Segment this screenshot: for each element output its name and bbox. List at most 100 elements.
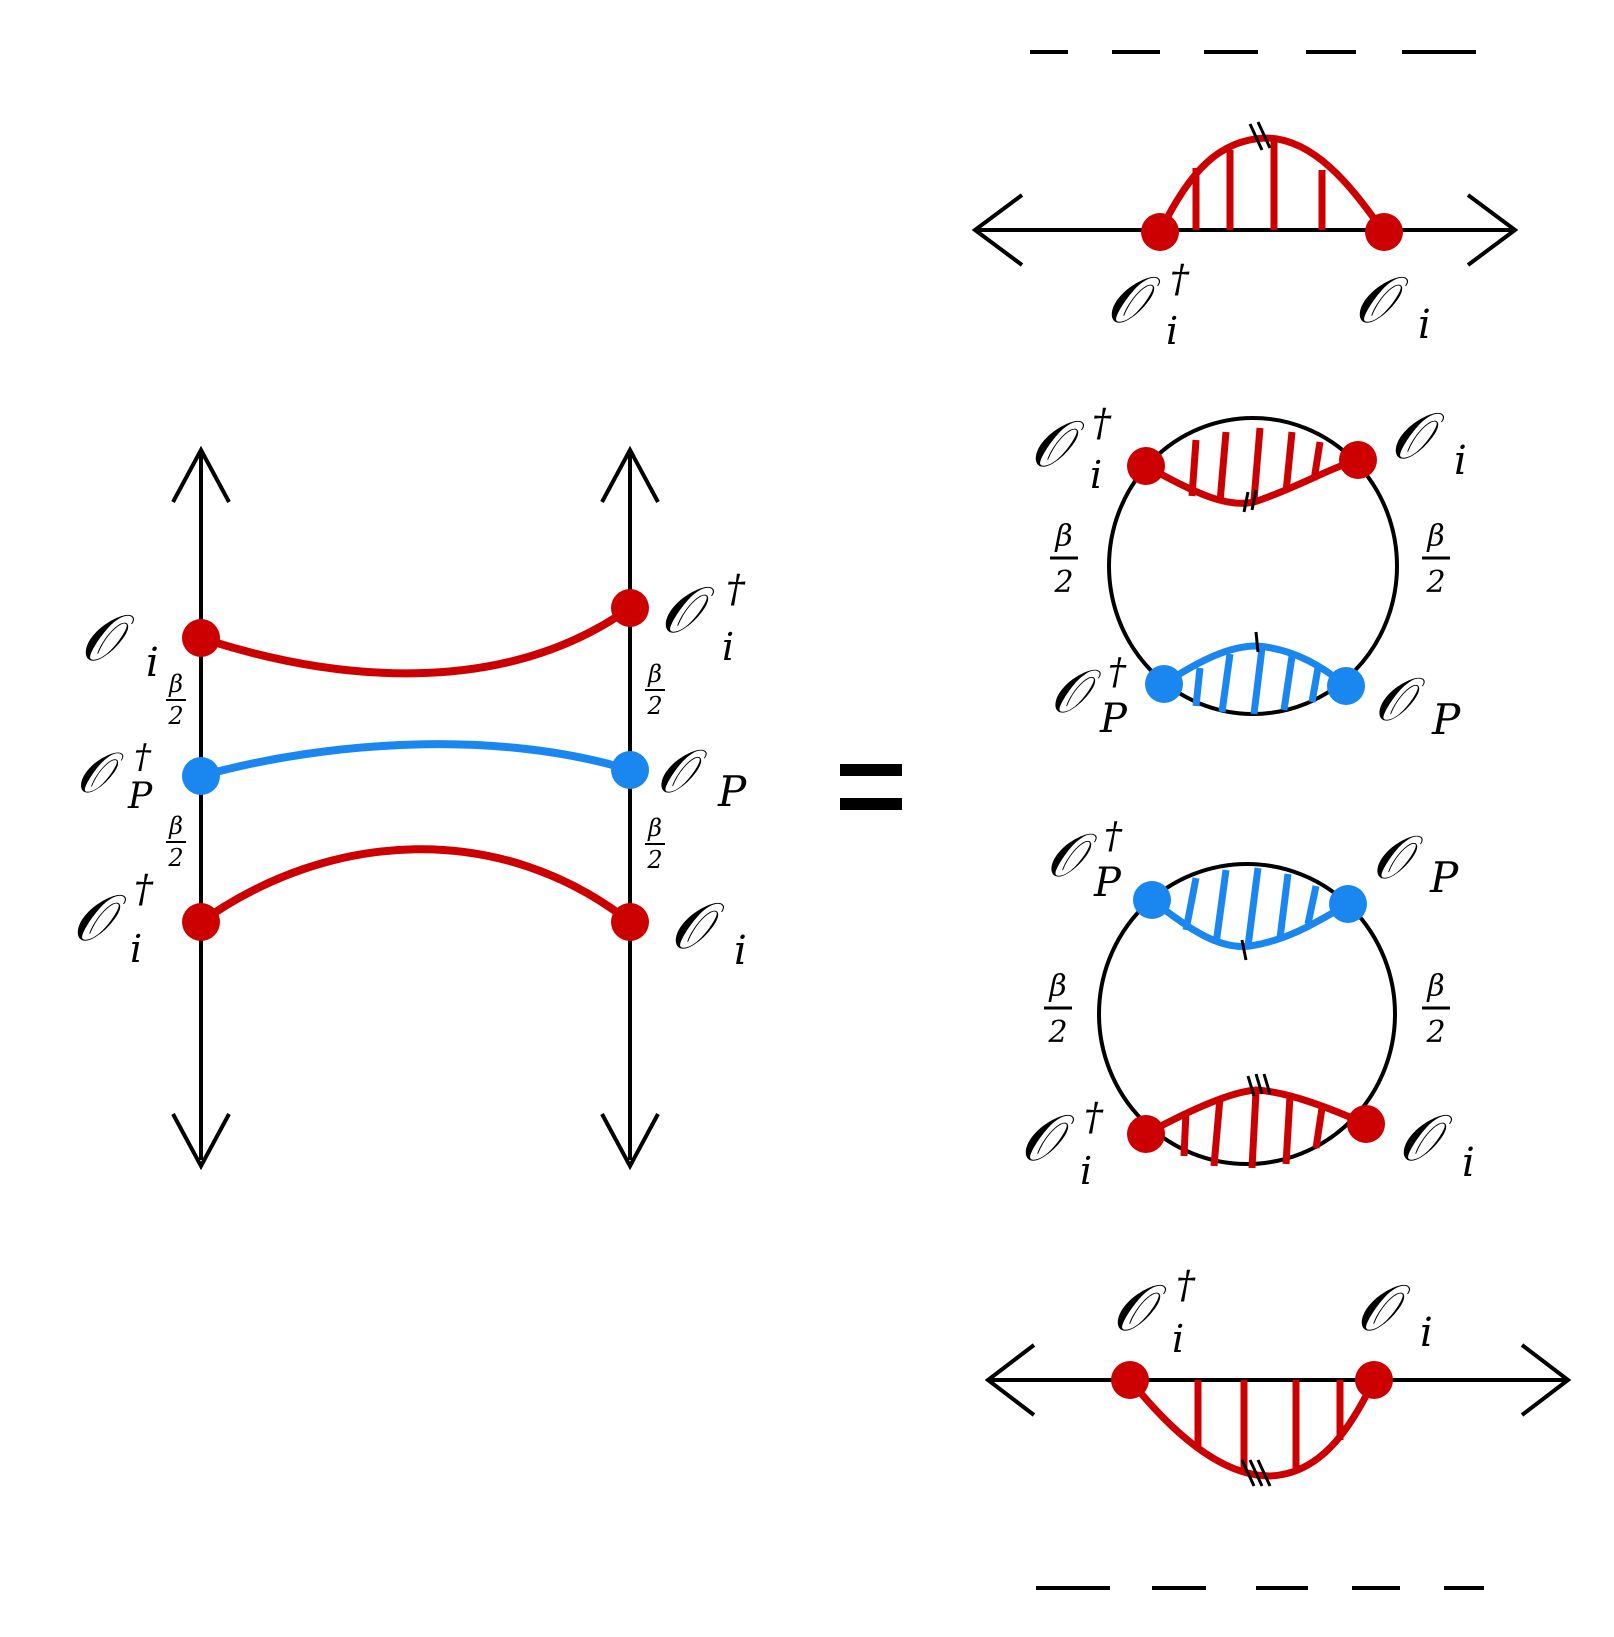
op-symbol: 𝒪 bbox=[1106, 264, 1161, 338]
right-dot-Oidag bbox=[611, 589, 649, 627]
label-OP: 𝒪 P bbox=[1374, 665, 1461, 744]
label-Oi: 𝒪 i bbox=[1390, 400, 1467, 484]
op-symbol: 𝒪 bbox=[1356, 1272, 1411, 1346]
op-symbol: 𝒪 bbox=[1374, 665, 1426, 735]
panel-line-bottom: 𝒪 † i 𝒪 i bbox=[984, 1263, 1572, 1487]
left-diagram: 𝒪 i 𝒪 † P 𝒪 † i 𝒪 † i 𝒪 P 𝒪 i β bbox=[72, 445, 747, 1171]
op-symbol: 𝒪 bbox=[1112, 1272, 1167, 1346]
left-axis-arrow-up bbox=[171, 445, 231, 503]
label-left-OPdag: 𝒪 † P bbox=[76, 737, 153, 817]
op-sub: P bbox=[1429, 853, 1459, 902]
left-dot-OPdag bbox=[182, 757, 220, 795]
frac-num: β bbox=[1426, 519, 1444, 554]
op-sup: † bbox=[134, 737, 152, 777]
op-sub: P bbox=[1093, 860, 1122, 906]
frac-den: 2 bbox=[1047, 1015, 1067, 1050]
op-symbol: 𝒪 bbox=[1050, 657, 1102, 727]
frac-den: 2 bbox=[167, 844, 183, 872]
label-left-Oidag: 𝒪 † i bbox=[72, 867, 154, 971]
frac-num: β bbox=[1048, 969, 1066, 1004]
left-axis-arrow-down bbox=[171, 1113, 231, 1171]
op-symbol: 𝒪 bbox=[670, 890, 725, 964]
op-sub: i bbox=[1172, 1317, 1184, 1361]
label-Oidag: 𝒪 † i bbox=[1106, 257, 1190, 353]
label-OPdag: 𝒪 † P bbox=[1046, 816, 1123, 906]
frac-den: 2 bbox=[1425, 565, 1445, 600]
red-lower-propagator bbox=[198, 845, 633, 926]
label-Oi: 𝒪 i bbox=[1354, 264, 1431, 348]
frac-left-lower: β 2 bbox=[166, 812, 186, 872]
op-sup: † bbox=[1176, 1263, 1196, 1307]
op-symbol: 𝒪 bbox=[1020, 1102, 1075, 1176]
frac-left: β 2 bbox=[1044, 969, 1072, 1050]
frac-num: β bbox=[168, 670, 183, 698]
op-sub: i bbox=[1090, 453, 1102, 497]
op-symbol: 𝒪 bbox=[1030, 408, 1085, 482]
blue-propagator bbox=[199, 740, 632, 780]
op-symbol: 𝒪 bbox=[1354, 264, 1409, 338]
op-sub: i bbox=[1166, 309, 1178, 353]
label-left-Oi: 𝒪 i bbox=[80, 602, 159, 686]
frac-num: β bbox=[647, 660, 662, 688]
red-upper-propagator bbox=[199, 604, 633, 678]
op-symbol: 𝒪 bbox=[80, 602, 135, 676]
op-sub: P bbox=[127, 776, 153, 817]
op-symbol: 𝒪 bbox=[1046, 821, 1098, 891]
right-axis-arrow-down bbox=[600, 1113, 660, 1171]
op-sub: i bbox=[1420, 1310, 1433, 1356]
frac-num: β bbox=[1426, 969, 1444, 1004]
panel-circle-1: 𝒪 † i 𝒪 i 𝒪 † P 𝒪 P β 2 β 2 bbox=[1030, 400, 1467, 744]
frac-right-upper: β 2 bbox=[645, 660, 665, 720]
right-dot-Oi bbox=[611, 903, 649, 941]
op-sup: † bbox=[1092, 401, 1112, 445]
left-dot-Oidag bbox=[182, 903, 220, 941]
op-sub: i bbox=[734, 928, 747, 974]
frac-num: β bbox=[647, 814, 662, 842]
label-right-Oidag: 𝒪 † i bbox=[660, 567, 746, 669]
panel-line-top: 𝒪 † i 𝒪 i bbox=[971, 121, 1519, 353]
op-sup: † bbox=[1108, 652, 1127, 693]
frac-right: β 2 bbox=[1422, 519, 1450, 600]
frac-num: β bbox=[168, 812, 183, 840]
label-Oi: 𝒪 i bbox=[1356, 1272, 1433, 1356]
op-symbol: 𝒪 bbox=[76, 741, 124, 806]
frac-left: β 2 bbox=[1050, 519, 1078, 600]
label-OP: 𝒪 P bbox=[1372, 823, 1459, 902]
frac-left-upper: β 2 bbox=[166, 670, 186, 730]
panel-circle-2: 𝒪 † P 𝒪 P 𝒪 † i 𝒪 i β 2 β 2 bbox=[1020, 816, 1475, 1193]
frac-right: β 2 bbox=[1422, 969, 1450, 1050]
label-OPdag: 𝒪 † P bbox=[1050, 652, 1128, 742]
op-sub: i bbox=[1454, 438, 1467, 484]
op-sup: † bbox=[726, 567, 746, 611]
op-sub: P bbox=[1431, 695, 1461, 744]
right-dot-OP bbox=[611, 751, 649, 789]
frac-den: 2 bbox=[1053, 565, 1073, 600]
label-right-Oi: 𝒪 i bbox=[670, 890, 747, 974]
frac-den: 2 bbox=[167, 702, 183, 730]
op-sub: i bbox=[1418, 302, 1431, 348]
frac-den: 2 bbox=[646, 692, 662, 720]
left-dot-Oi bbox=[182, 619, 220, 657]
equals-sign bbox=[840, 764, 902, 810]
op-sub: i bbox=[1462, 1140, 1475, 1186]
right-axis-arrow-up bbox=[600, 445, 660, 503]
op-symbol: 𝒪 bbox=[72, 882, 127, 956]
op-sup: † bbox=[1104, 816, 1123, 857]
frac-right-lower: β 2 bbox=[645, 814, 665, 874]
op-sub: P bbox=[1099, 696, 1128, 742]
label-right-OP: 𝒪 P bbox=[656, 737, 747, 816]
op-sub: i bbox=[1080, 1149, 1092, 1193]
op-symbol: 𝒪 bbox=[1390, 400, 1445, 474]
op-symbol: 𝒪 bbox=[1398, 1102, 1453, 1176]
op-sup: † bbox=[134, 867, 154, 911]
op-symbol: 𝒪 bbox=[660, 574, 715, 648]
op-sub: i bbox=[722, 625, 734, 669]
label-Oi: 𝒪 i bbox=[1398, 1102, 1475, 1186]
frac-num: β bbox=[1054, 519, 1072, 554]
op-symbol: 𝒪 bbox=[1372, 823, 1424, 893]
label-Oidag: 𝒪 † i bbox=[1030, 401, 1112, 497]
op-symbol: 𝒪 bbox=[656, 737, 708, 807]
op-sub: P bbox=[717, 767, 747, 816]
